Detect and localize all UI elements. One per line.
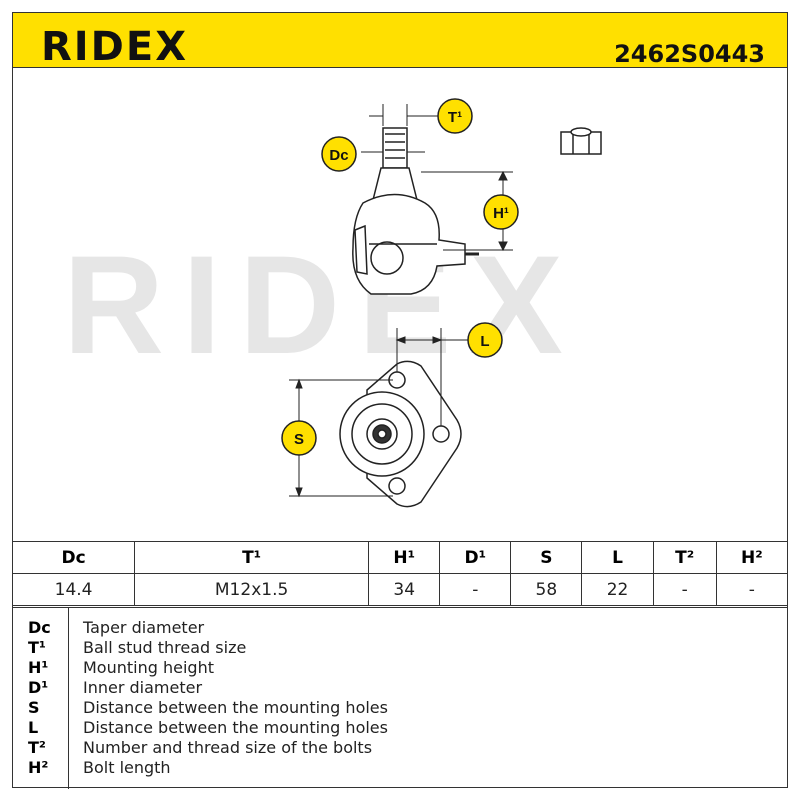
badge-t1: T¹ [437, 98, 473, 134]
header-cell: Dc [11, 541, 136, 574]
legend-desc: Bolt length [83, 758, 171, 777]
legend-divider [68, 608, 69, 789]
legend-item: L Distance between the mounting holes [12, 718, 788, 738]
value-cell: M12x1.5 [134, 573, 370, 606]
svg-text:S: S [294, 431, 304, 448]
legend-item: H¹ Mounting height [12, 658, 788, 678]
legend-item: D¹ Inner diameter [12, 678, 788, 698]
badge-dc: Dc [321, 136, 357, 172]
svg-text:H¹: H¹ [493, 205, 509, 222]
value-cell: 22 [581, 573, 654, 606]
legend-desc: Taper diameter [83, 618, 205, 637]
legend-desc: Distance between the mounting holes [83, 718, 388, 737]
value-cell: 34 [368, 573, 441, 606]
legend-item: T² Number and thread size of the bolts [12, 738, 788, 758]
badge-l: L [467, 322, 503, 358]
svg-text:L: L [480, 333, 489, 350]
legend-desc: Inner diameter [83, 678, 203, 697]
legend-desc: Number and thread size of the bolts [83, 738, 373, 757]
badge-h1: H¹ [483, 194, 519, 230]
header-cell: T² [652, 541, 717, 574]
legend-key: Dc [28, 618, 51, 637]
legend-desc: Mounting height [83, 658, 214, 677]
legend-key: L [28, 718, 39, 737]
value-cell: - [652, 573, 717, 606]
header-cell: S [510, 541, 583, 574]
ball-joint-bottom-view [339, 360, 462, 508]
header-cell: L [581, 541, 654, 574]
legend-item: S Distance between the mounting holes [12, 698, 788, 718]
legend-desc: Ball stud thread size [83, 638, 247, 657]
svg-text:Dc: Dc [329, 147, 348, 164]
badge-s: S [281, 420, 317, 456]
specs-table: Dc T¹ H¹ D¹ S L T² H² 14.4 M12x1.5 34 - … [11, 541, 789, 606]
legend-key: D¹ [28, 678, 49, 697]
brand-logo: RIDEX [41, 24, 189, 70]
legend-item: Dc Taper diameter [12, 618, 788, 638]
legend-key: T¹ [28, 638, 46, 657]
header-cell: H² [715, 541, 789, 574]
header-cell: H¹ [368, 541, 441, 574]
svg-text:T¹: T¹ [448, 109, 462, 126]
header-cell: D¹ [439, 541, 512, 574]
technical-drawing: RIDEX [63, 98, 602, 508]
value-cell: - [715, 573, 789, 606]
value-cell: 14.4 [11, 573, 136, 606]
legend-item: H² Bolt length [12, 758, 788, 778]
part-number: 2462S0443 [614, 40, 765, 68]
ball-joint-side-view [352, 127, 479, 295]
specs-value-row: 14.4 M12x1.5 34 - 58 22 - - [11, 573, 789, 606]
legend: Dc Taper diameter T¹ Ball stud thread si… [12, 607, 788, 789]
header-cell: T¹ [134, 541, 370, 574]
legend-key: H¹ [28, 658, 49, 677]
legend-key: T² [28, 738, 46, 757]
nut-icon [560, 127, 602, 155]
legend-key: H² [28, 758, 49, 777]
legend-desc: Distance between the mounting holes [83, 698, 388, 717]
value-cell: 58 [510, 573, 583, 606]
value-cell: - [439, 573, 512, 606]
specs-header-row: Dc T¹ H¹ D¹ S L T² H² [11, 541, 789, 574]
legend-key: S [28, 698, 40, 717]
legend-item: T¹ Ball stud thread size [12, 638, 788, 658]
header-bar: RIDEX 2462S0443 [12, 12, 788, 68]
